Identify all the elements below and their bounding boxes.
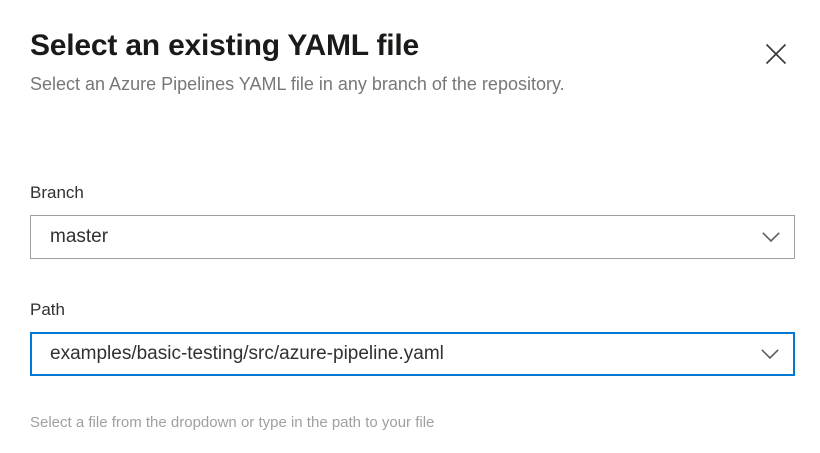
branch-field-group: Branch master — [30, 182, 795, 259]
path-field-group: Path examples/basic-testing/src/azure-pi… — [30, 299, 795, 376]
branch-label: Branch — [30, 183, 84, 202]
branch-dropdown[interactable]: master — [30, 215, 795, 259]
close-button[interactable] — [756, 34, 796, 74]
close-icon — [762, 40, 790, 68]
chevron-down-icon[interactable] — [748, 216, 794, 258]
dialog-subtitle: Select an Azure Pipelines YAML file in a… — [30, 74, 565, 94]
dialog-title-row: Select an existing YAML file — [30, 28, 790, 65]
path-field-hint: Select a file from the dropdown or type … — [30, 414, 435, 431]
path-dropdown[interactable]: examples/basic-testing/src/azure-pipelin… — [30, 332, 795, 376]
page-title: Select an existing YAML file — [30, 29, 419, 62]
path-label: Path — [30, 300, 65, 319]
branch-selected-value: master — [50, 226, 109, 247]
dialog-header: Select an existing YAML file Select an A… — [30, 28, 790, 99]
path-selected-value: examples/basic-testing/src/azure-pipelin… — [50, 343, 444, 364]
chevron-down-icon[interactable] — [747, 334, 793, 374]
